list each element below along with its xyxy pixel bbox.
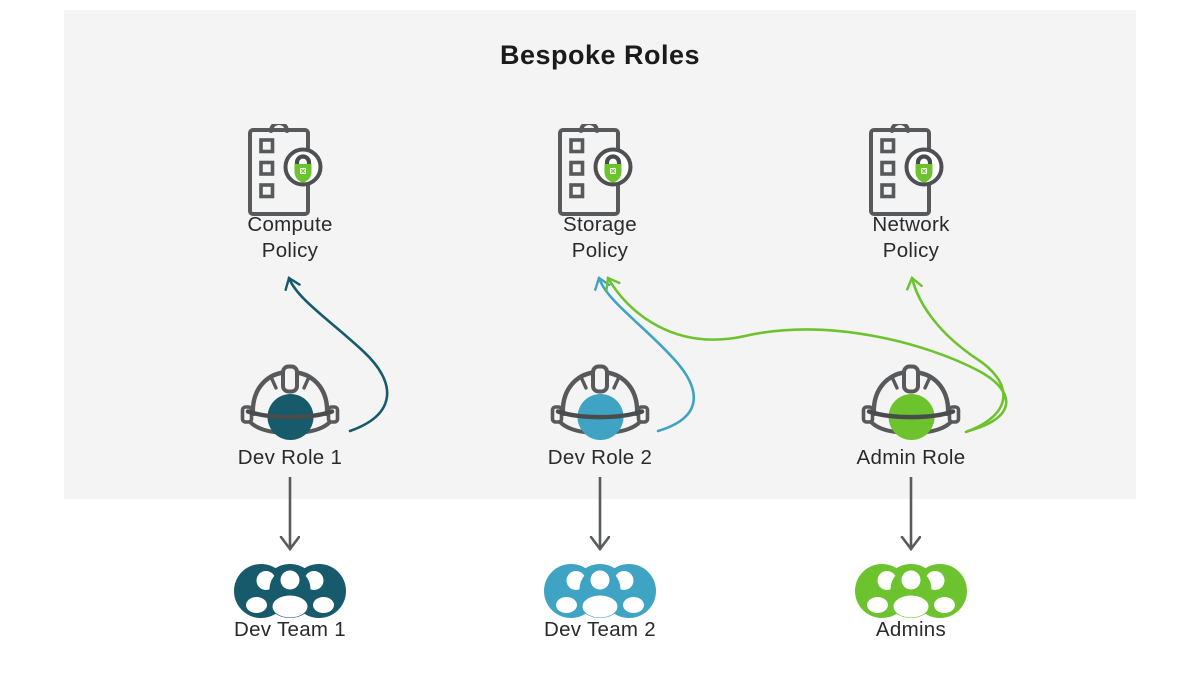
people-group-icon-admins <box>853 562 969 620</box>
team-label-dev-team-1: Dev Team 1 <box>233 618 346 641</box>
team-label-dev-team-2: Dev Team 2 <box>543 618 656 641</box>
policy-label-line: Policy <box>882 239 940 262</box>
policy-label-line: Network <box>872 213 950 236</box>
diagram-title: Bespoke Roles <box>499 40 701 70</box>
policy-clipboard-lock-icon-network <box>861 124 961 216</box>
team-label-admins: Admins <box>875 618 947 641</box>
policy-clipboard-lock-icon-storage <box>550 124 650 216</box>
policy-label-line: Compute <box>247 213 333 236</box>
people-group-icon-dev-team-2 <box>542 562 658 620</box>
policy-clipboard-lock-icon-compute <box>240 124 340 216</box>
people-group-icon-dev-team-1 <box>232 562 348 620</box>
policy-label-storage: Storage Policy <box>510 212 690 264</box>
policy-label-line: Storage <box>563 213 637 236</box>
hard-hat-icon-dev-role-2 <box>550 362 650 444</box>
role-label-admin-role: Admin Role <box>856 446 966 469</box>
policy-label-line: Policy <box>261 239 319 262</box>
role-label-dev-role-2: Dev Role 2 <box>547 446 653 469</box>
policy-label-line: Policy <box>571 239 629 262</box>
hard-hat-icon-dev-role-1 <box>240 362 340 444</box>
policy-label-compute: Compute Policy <box>200 212 380 264</box>
hard-hat-icon-admin-role <box>861 362 961 444</box>
policy-label-network: Network Policy <box>821 212 1001 264</box>
role-label-dev-role-1: Dev Role 1 <box>237 446 343 469</box>
